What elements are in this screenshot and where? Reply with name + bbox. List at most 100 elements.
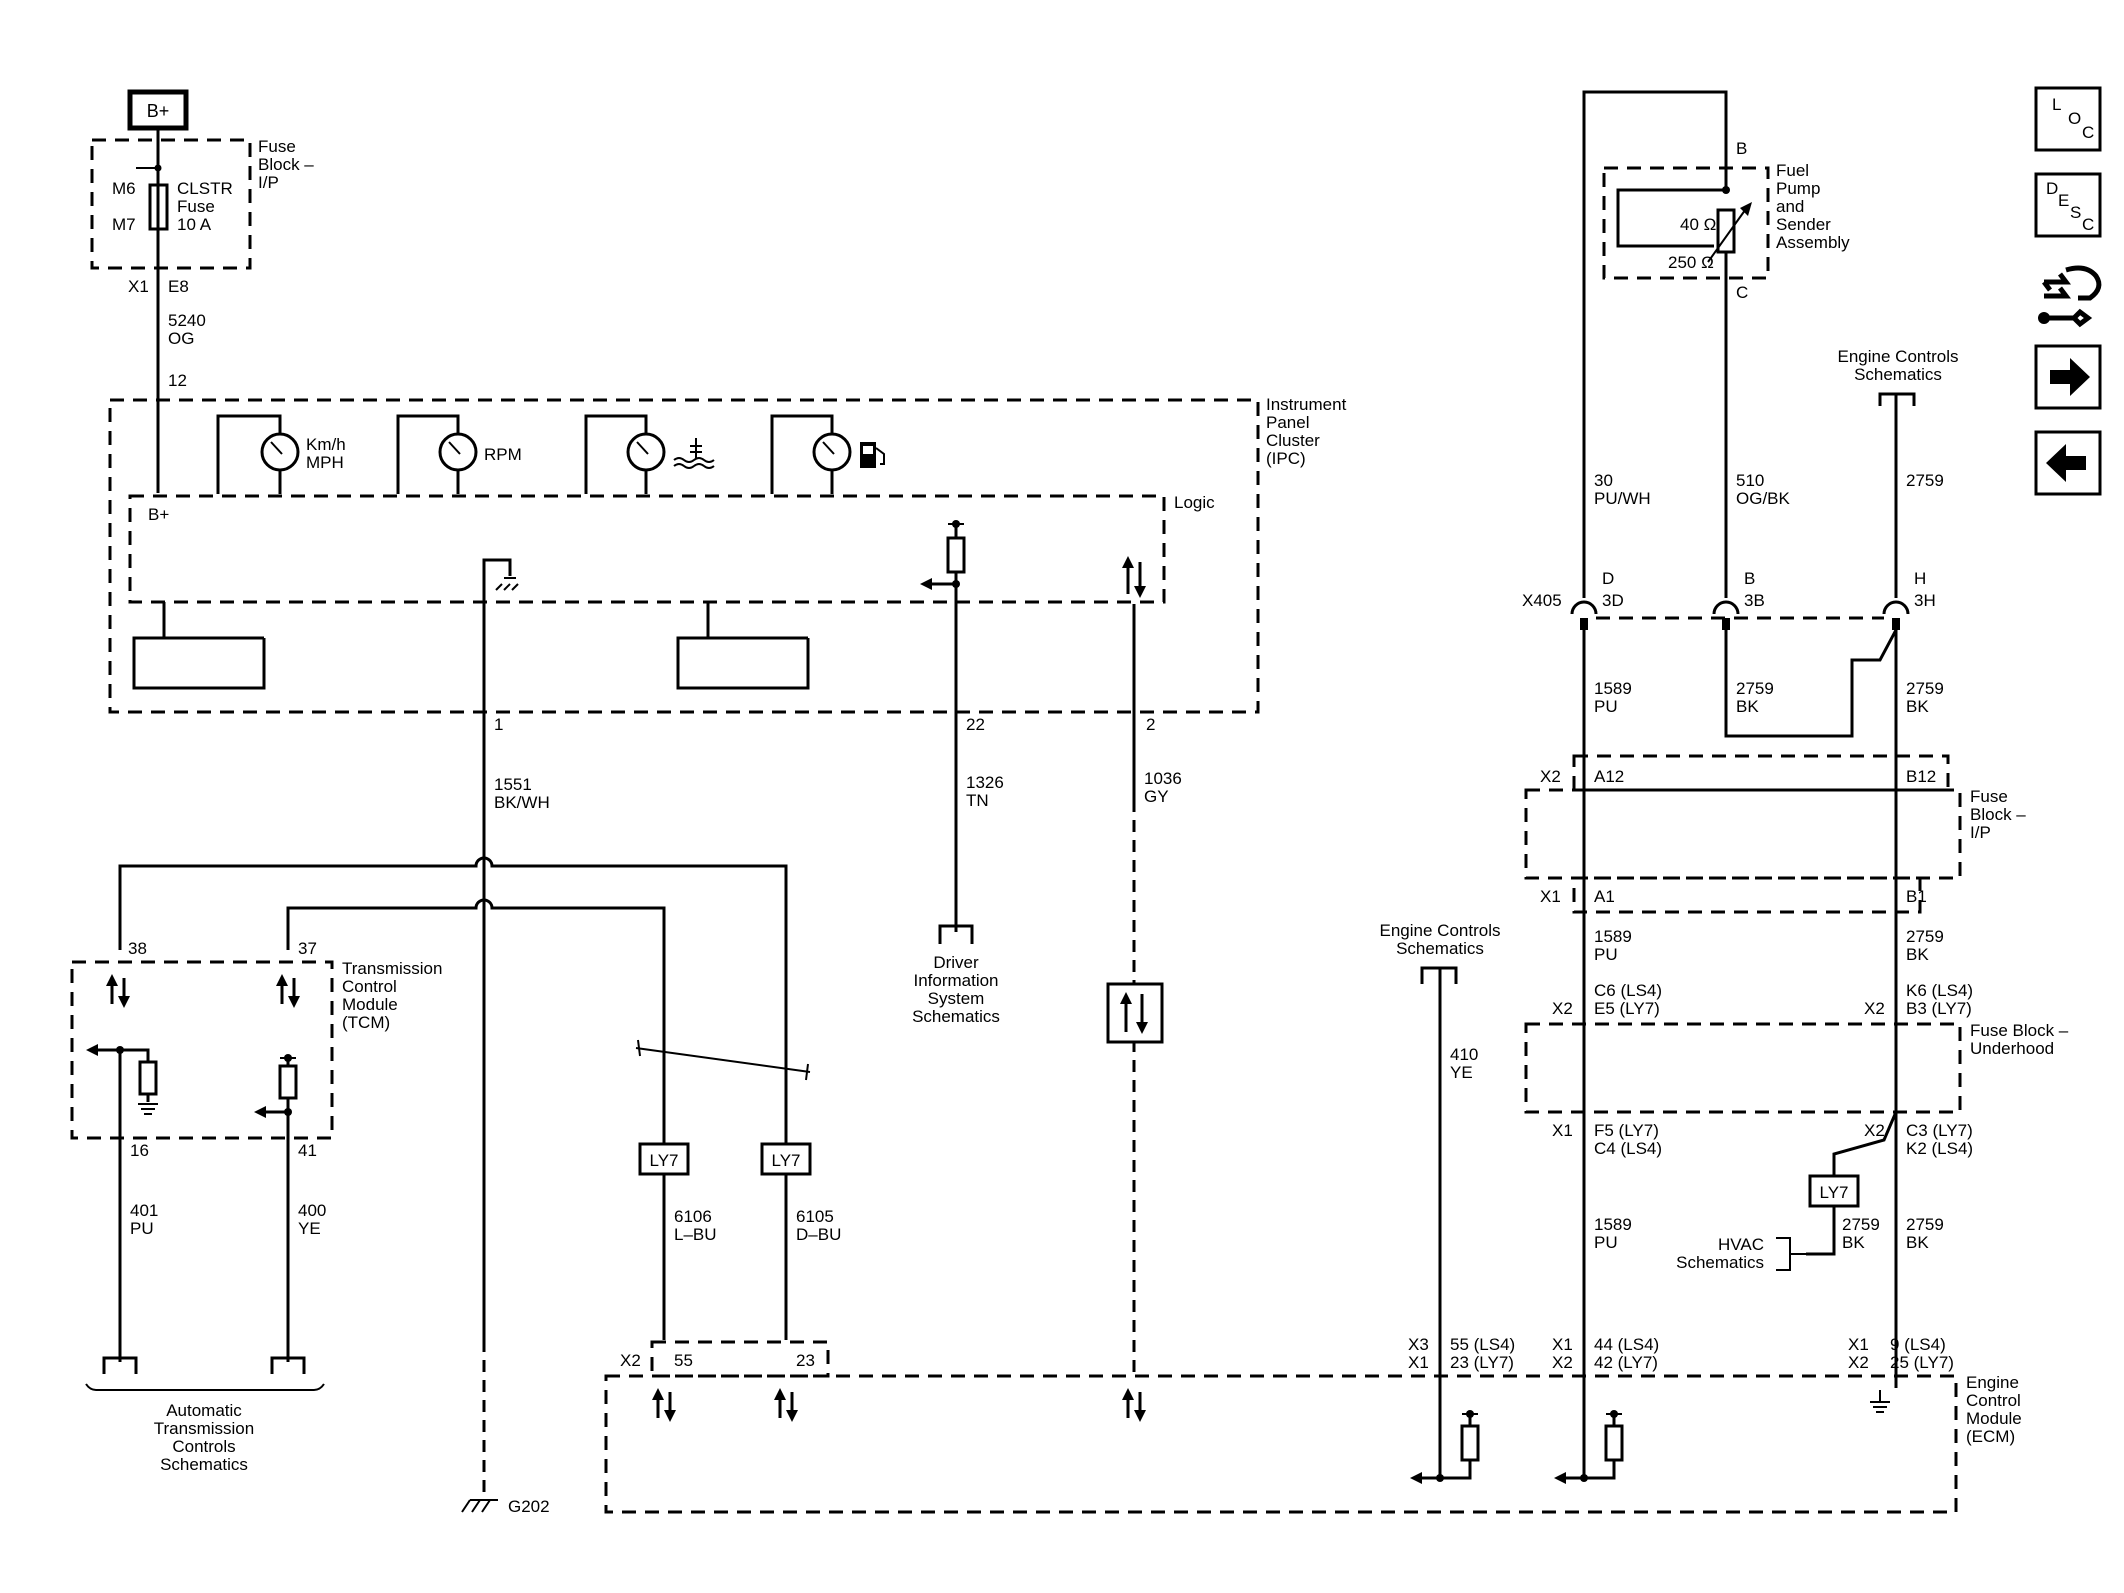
svg-text:E: E	[2058, 191, 2069, 210]
wire-2759-num-c: 2759	[1906, 927, 1944, 946]
fuse-uh-b3: B3 (LY7)	[1906, 999, 1972, 1018]
fuse-label-1: CLSTR	[177, 179, 233, 198]
hvac-label-2: Schematics	[1676, 1253, 1764, 1272]
pin-e8: E8	[168, 277, 189, 296]
dis-label-4: Schematics	[912, 1007, 1000, 1026]
tcm-title-2: Control	[342, 977, 397, 996]
fuse-uh-e5: E5 (LY7)	[1594, 999, 1660, 1018]
pin-12: 12	[168, 371, 187, 390]
fuse-block-ip-top	[90, 138, 252, 270]
x405-b: B	[1744, 569, 1755, 588]
ecm-pin-55-ls4: 55 (LS4)	[1450, 1335, 1515, 1354]
fuel-title-5: Assembly	[1776, 233, 1850, 252]
speed-label-1: Km/h	[306, 435, 346, 454]
ecm-x2-label: X2	[620, 1351, 641, 1370]
ecm-pin-55: 55	[674, 1351, 693, 1370]
fuse-block-ip-label-2: Block –	[258, 155, 314, 174]
svg-text:LY7: LY7	[1820, 1183, 1849, 1202]
ecm-x1a-label: X1	[1408, 1353, 1429, 1372]
wire-400-color: YE	[298, 1219, 321, 1238]
wire-2759-color-b: BK	[1906, 697, 1929, 716]
speed-label-2: MPH	[306, 453, 344, 472]
ipc-title-4: (IPC)	[1266, 449, 1306, 468]
fuse-label-2: Fuse	[177, 197, 215, 216]
ipc-pin-1: 1	[494, 715, 503, 734]
wire-30-num: 30	[1594, 471, 1613, 490]
svg-text:LY7: LY7	[772, 1151, 801, 1170]
fuse-ip-r-3: I/P	[1970, 823, 1991, 842]
wire-6106-color: L–BU	[674, 1225, 717, 1244]
atc-label-3: Controls	[172, 1437, 235, 1456]
wire-2759-color-d: BK	[1842, 1233, 1865, 1252]
ly7-option-hvac: LY7	[1808, 1174, 1860, 1208]
svg-text:C: C	[2082, 123, 2094, 142]
ecm-title-1: Engine	[1966, 1373, 2019, 1392]
terminal-m6: M6	[112, 179, 136, 198]
tcm-title-4: (TCM)	[342, 1013, 390, 1032]
serial-data-icon	[1106, 982, 1164, 1044]
loc-button[interactable]: L O C	[2034, 86, 2102, 152]
wire-410-num: 410	[1450, 1045, 1478, 1064]
desc-button[interactable]: D E S C	[2034, 172, 2102, 238]
fuse-uh-c4: C4 (LS4)	[1594, 1139, 1662, 1158]
fuse-ip-r-1: Fuse	[1970, 787, 2008, 806]
ecm-x2c-label: X2	[1848, 1353, 1869, 1372]
ecm-pin-23: 23	[796, 1351, 815, 1370]
ecm-x1b-label: X1	[1552, 1335, 1573, 1354]
next-page-button[interactable]	[2034, 344, 2102, 410]
tcm-bidir-37-icon	[276, 974, 300, 1008]
ecm-bidir-55-icon	[652, 1388, 676, 1422]
fuse-uh-x2-left: X2	[1552, 999, 1573, 1018]
connector-x1: X1	[128, 277, 149, 296]
wire-5240-num: 5240	[168, 311, 206, 330]
wire-30-color: PU/WH	[1594, 489, 1651, 508]
fuse-ip-r-2: Block –	[1970, 805, 2026, 824]
x405-connector	[1570, 600, 1910, 630]
x405-h: H	[1914, 569, 1926, 588]
hvac-label-1: HVAC	[1718, 1235, 1764, 1254]
dis-label-3: System	[928, 989, 985, 1008]
tcm-title-3: Module	[342, 995, 398, 1014]
x405-3b: 3B	[1744, 591, 1765, 610]
fuse-block-ip-label-3: I/P	[258, 173, 279, 192]
wire-6106-num: 6106	[674, 1207, 712, 1226]
wire-1589-num-c: 1589	[1594, 1215, 1632, 1234]
ly7-option-6105: LY7	[760, 1142, 812, 1176]
tcm-pin-38: 38	[128, 939, 147, 958]
coolant-temp-icon	[673, 438, 715, 469]
rpm-label: RPM	[484, 445, 522, 464]
fuel-r40: 40 Ω	[1680, 215, 1716, 234]
wire-401-num: 401	[130, 1201, 158, 1220]
prev-page-button[interactable]	[2034, 430, 2102, 496]
wire-2759-top: 2759	[1906, 471, 1944, 490]
coolant-temp-gauge	[584, 414, 715, 494]
x405-3h: 3H	[1914, 591, 1936, 610]
fuel-title-2: Pump	[1776, 179, 1820, 198]
ipc-box	[108, 398, 1260, 714]
wire-410-color: YE	[1450, 1063, 1473, 1082]
ipc-pin-2: 2	[1146, 715, 1155, 734]
fuel-title-3: and	[1776, 197, 1804, 216]
connector-repair-icon[interactable]	[2038, 265, 2102, 328]
ecm-title-4: (ECM)	[1966, 1427, 2015, 1446]
tcm-pin-16: 16	[130, 1141, 149, 1160]
fuse-uh-x2-right: X2	[1864, 999, 1885, 1018]
wire-2759-num-e: 2759	[1906, 1215, 1944, 1234]
fuse-uh-x2-right2: X2	[1864, 1121, 1885, 1140]
ipc-bplus: B+	[148, 505, 169, 524]
svg-text:LY7: LY7	[650, 1151, 679, 1170]
fuse-uh-c3: C3 (LY7)	[1906, 1121, 1973, 1140]
ipc-logic-box	[128, 494, 1166, 604]
svg-text:S: S	[2070, 203, 2081, 222]
fuel-gauge	[770, 414, 885, 494]
ly7-option-6106: LY7	[638, 1142, 690, 1176]
wire-401-color: PU	[130, 1219, 154, 1238]
fuel-title-4: Sender	[1776, 215, 1831, 234]
ecs-b-label-1: Engine Controls	[1838, 347, 1959, 366]
tcm-pin-41: 41	[298, 1141, 317, 1160]
ecm-x1c-label: X1	[1848, 1335, 1869, 1354]
ecs-a-label-2: Schematics	[1396, 939, 1484, 958]
wire-1589-num-a: 1589	[1594, 679, 1632, 698]
g202-label: G202	[508, 1497, 550, 1516]
